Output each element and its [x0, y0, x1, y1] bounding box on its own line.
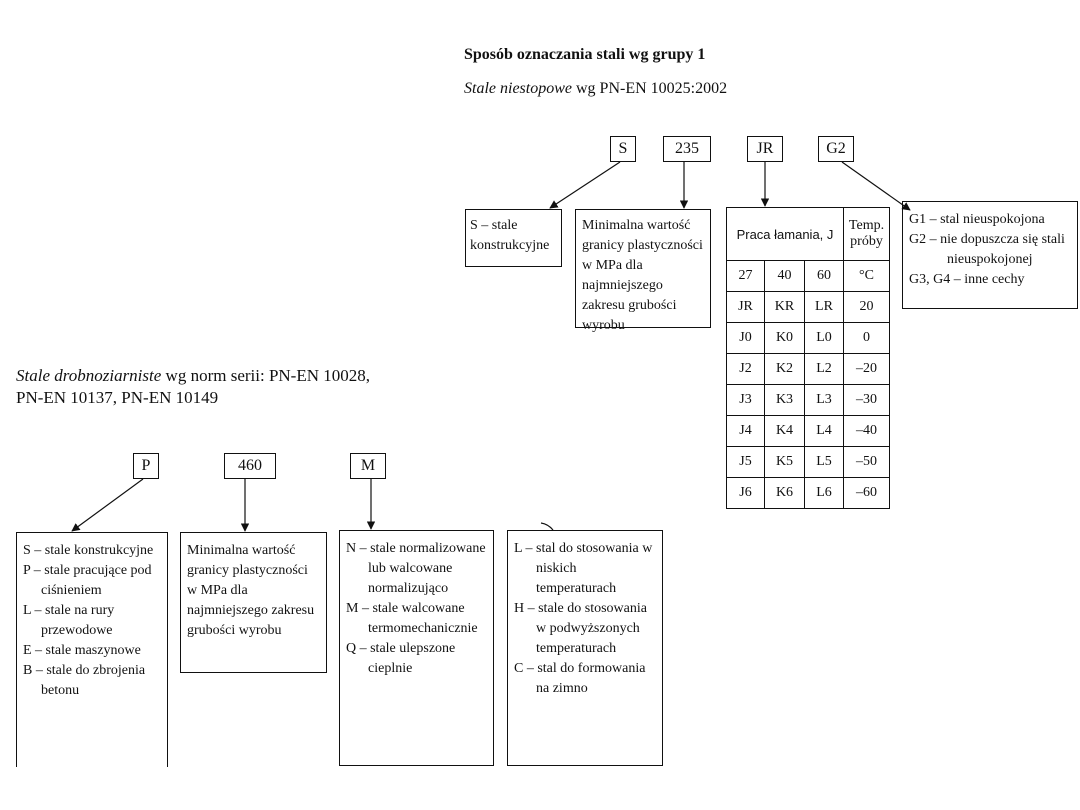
box-m-item: M – stale walcowane termomechanicznie — [346, 601, 478, 636]
table-cell: J5 — [726, 446, 765, 478]
fine-grain-line2: PN-EN 10137, PN-EN 10149 — [16, 388, 219, 407]
table-cell: K6 — [764, 477, 805, 509]
table-cell: –50 — [843, 446, 890, 478]
fine-grain-italic: Stale drobnoziarniste — [16, 366, 162, 385]
code-g2: G2 — [818, 136, 854, 162]
table-cell: °C — [843, 260, 890, 292]
table-cell: JR — [726, 291, 765, 323]
table-cell: –40 — [843, 415, 890, 447]
table-cell: 20 — [843, 291, 890, 323]
arrow-l-stub — [540, 522, 554, 531]
box-s-text: S – stale konstrukcyjne — [470, 218, 550, 253]
table-header-impact: Praca łamania, J — [726, 207, 844, 261]
code-235: 235 — [663, 136, 711, 162]
box-l-application: L – stal do stosowania w niskich tempera… — [507, 530, 663, 766]
box-235-yield: Minimalna wartość granicy plastyczności … — [575, 209, 711, 333]
box-p-item: B – stale do zbrojenia betonu — [23, 663, 146, 698]
box-g-deoxidation: G1 – stal nieuspokojona G2 – nie dopuszc… — [902, 201, 1078, 309]
table-cell: –30 — [843, 384, 890, 416]
box-p-purpose: S – stale konstrukcyjne P – stale pracuj… — [16, 532, 168, 767]
code-460: 460 — [224, 453, 276, 479]
table-cell: 27 — [726, 260, 765, 292]
table-header-temp: Temp. próby — [843, 207, 890, 261]
arrow-g2 — [841, 161, 911, 211]
table-cell: KR — [764, 291, 805, 323]
table-cell: 60 — [804, 260, 844, 292]
table-cell: 40 — [764, 260, 805, 292]
table-cell: –20 — [843, 353, 890, 385]
box-g-item: G2 – nie dopuszcza się stali nieuspokojo… — [909, 232, 1065, 267]
table-cell: L2 — [804, 353, 844, 385]
impact-energy-table: Praca łamania, J Temp. próby 27 40 60 °C… — [726, 207, 890, 509]
box-m-item: Q – stale ulepszone cieplnie — [346, 641, 456, 676]
code-m: M — [350, 453, 386, 479]
table-cell: L3 — [804, 384, 844, 416]
box-g-item: G1 – stal nieuspokojona — [909, 212, 1045, 227]
code-s: S — [610, 136, 636, 162]
arrow-s — [549, 161, 621, 209]
table-cell: –60 — [843, 477, 890, 509]
box-460-text: Minimalna wartość granicy plastyczności … — [187, 543, 315, 638]
box-p-item: E – stale maszynowe — [23, 643, 141, 658]
subtitle-italic: Stale niestopowe — [464, 80, 572, 97]
fine-grain-line1: Stale drobnoziarniste wg norm serii: PN-… — [16, 366, 370, 386]
box-235-text: Minimalna wartość granicy plastyczności … — [582, 218, 703, 333]
section-title: Sposób oznaczania stali wg grupy 1 — [464, 46, 706, 63]
box-l-item: H – stale do stosowania w podwyższonych … — [514, 601, 647, 656]
box-m-delivery: N – stale normalizowane lub walcowane no… — [339, 530, 494, 766]
box-l-item: C – stal do formowania na zimno — [514, 661, 646, 696]
box-p-item: P – stale pracujące pod ciśnieniem — [23, 563, 152, 598]
table-cell: 0 — [843, 322, 890, 354]
box-g-item: G3, G4 – inne cechy — [909, 272, 1025, 287]
arrow-p — [71, 478, 144, 532]
section-subtitle: Stale niestopowe wg PN-EN 10025:2002 — [464, 80, 727, 98]
box-m-item: N – stale normalizowane lub walcowane no… — [346, 541, 486, 596]
box-p-item: L – stale na rury przewodowe — [23, 603, 115, 638]
table-cell: L6 — [804, 477, 844, 509]
code-p: P — [133, 453, 159, 479]
box-s-steel: S – stale konstrukcyjne — [465, 209, 562, 267]
table-cell: L5 — [804, 446, 844, 478]
box-l-item: L – stal do stosowania w niskich tempera… — [514, 541, 653, 596]
fine-grain-rest: wg norm serii: PN-EN 10028, — [161, 366, 371, 385]
subtitle-rest: wg PN-EN 10025:2002 — [571, 80, 728, 97]
box-460-yield: Minimalna wartość granicy plastyczności … — [180, 532, 327, 673]
table-cell: K3 — [764, 384, 805, 416]
box-p-item: S – stale konstrukcyjne — [23, 543, 154, 558]
table-cell: J6 — [726, 477, 765, 509]
code-jr: JR — [747, 136, 783, 162]
